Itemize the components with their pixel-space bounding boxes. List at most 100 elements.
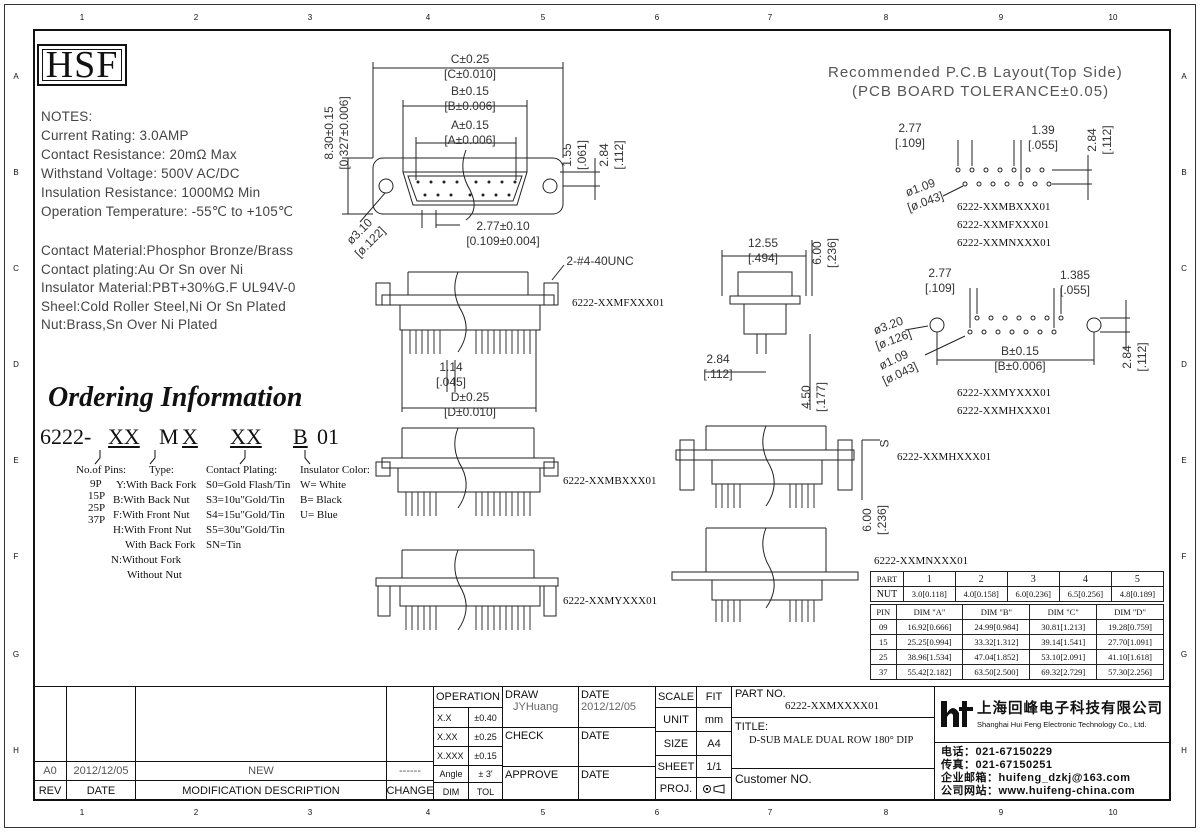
row-letter: F <box>13 552 19 561</box>
rev-header: REV <box>33 780 67 801</box>
dimension-table: PIN DIM "A" DIM "B" DIM "C" DIM "D" 09 1… <box>870 604 1164 680</box>
pcb-part-list-2: 6222-XXMYXXX01 6222-XXMHXXX01 <box>957 384 1051 420</box>
table-cell: DIM "C" <box>1029 604 1098 620</box>
ordering-code: 6222- XX M X XX B 01 <box>40 424 370 454</box>
modification-header: MODIFICATION DESCRIPTION <box>135 780 387 801</box>
dim-284: 2.84[.112] <box>597 140 626 170</box>
y-view-flange <box>375 577 559 587</box>
dim-600-h: 6.00[.236] <box>860 504 889 536</box>
dim-d: D±0.25[D±0.010] <box>444 390 496 419</box>
pcb-dim-139: 1.39[.055] <box>1027 123 1059 152</box>
type-options: Type: Y:With Back Fork B:With Back Nut F… <box>111 463 196 583</box>
table-cell: 38.96[1.534] <box>895 649 964 665</box>
pcb-part: 6222-XXMNXXX01 <box>957 237 1052 249</box>
type-option: H:With Front Nut <box>113 524 192 536</box>
company-website: 公司网站：www.huifeng-china.com <box>941 784 1136 797</box>
dim-height: 8.30±0.15[0.327±0.006] <box>322 96 351 170</box>
tol-dim: X.XXX <box>433 746 469 766</box>
rev-blank <box>386 686 434 762</box>
tol-dim: X.X <box>433 707 469 728</box>
table-cell: 6.5[0.256] <box>1058 586 1112 602</box>
col-num: 8 <box>883 13 889 22</box>
code-type: X <box>182 424 198 449</box>
nut-table-header: PART 1 2 3 4 5 <box>870 571 1165 587</box>
table-cell: 27.70[1.091] <box>1096 634 1164 650</box>
scale-label: SCALE <box>655 686 697 708</box>
tol-value: ± 3' <box>468 765 503 783</box>
draw-cell: DRAW JYHuang <box>502 686 579 728</box>
hsf-logo: HSF <box>37 44 127 86</box>
table-cell: PIN <box>870 604 897 620</box>
col-num: 9 <box>998 13 1004 22</box>
table-cell: 63.50[2.500] <box>962 664 1031 680</box>
note-line: Insulation Resistance: 1000MΩ Min <box>41 185 261 200</box>
table-row: 25 38.96[1.534] 47.04[1.852] 53.10[2.091… <box>870 649 1164 665</box>
code-prefix: 6222- <box>40 424 92 449</box>
table-cell: 4.8[0.189] <box>1110 586 1165 602</box>
note-line: Withstand Voltage: 500V AC/DC <box>41 166 240 181</box>
pins-title: No.of Pins: <box>76 464 127 476</box>
plating-options: Contact Plating: S0=Gold Flash/Tin S3=10… <box>206 463 290 553</box>
size-value: A4 <box>696 731 732 756</box>
table-cell: 55.42[2.182] <box>895 664 964 680</box>
row-letter: B <box>13 168 19 177</box>
customer-no-label: Customer NO. <box>731 768 935 801</box>
plating-option: S5=30u"Gold/Tin <box>206 524 285 536</box>
rev-value: A0 <box>33 761 67 781</box>
table-cell: 25 <box>870 649 897 665</box>
table-cell: PART <box>870 571 904 587</box>
col-num: 1 <box>79 808 85 817</box>
row-letter: C <box>1181 264 1187 273</box>
table-cell: 3.0[0.118] <box>902 586 956 602</box>
part-label-h: 6222-XXMHXXX01 <box>897 451 992 463</box>
row-letter: E <box>1181 456 1187 465</box>
material-line: Insulator Material:PBT+30%G.F UL94V-0 <box>41 280 296 295</box>
hui-feng-logo-icon <box>941 701 973 727</box>
pin-option: 15P <box>88 490 106 502</box>
part-label-b: 6222-XXMBXXX01 <box>563 475 657 487</box>
table-cell: 3 <box>1006 571 1060 587</box>
rev-date-value: 2012/12/05 <box>66 761 136 781</box>
front-view-mount-hole <box>542 178 558 194</box>
dim-s: S <box>877 439 892 448</box>
table-row: 09 16.92[0.666] 24.99[0.984] 30.81[1.213… <box>870 619 1164 635</box>
b-view-flange <box>381 457 555 469</box>
rev-change-value: ------ <box>386 761 434 781</box>
third-angle-projection-icon <box>703 784 725 794</box>
unit-value: mm <box>696 707 732 732</box>
ordering-title: Ordering Information <box>48 382 303 413</box>
table-cell: 69.32[2.729] <box>1029 664 1098 680</box>
code-plating: XX <box>230 424 262 449</box>
row-letter: A <box>1181 72 1187 81</box>
projection-label: PROJ. <box>655 777 697 801</box>
plating-option: S4=15u"Gold/Tin <box>206 509 285 521</box>
plating-option: S3=10u"Gold/Tin <box>206 494 285 506</box>
pcb-title: Recommended P.C.B Layout(Top Side) <box>828 64 1123 81</box>
tol-dim: Angle <box>433 765 469 783</box>
table-cell: 30.81[1.213] <box>1029 619 1098 635</box>
outer-frame <box>4 4 1196 828</box>
col-num: 8 <box>883 808 889 817</box>
plating-option: SN=Tin <box>206 539 242 551</box>
scale-value: FIT <box>696 686 732 708</box>
pcb2-dim-277: 2.77[.109] <box>924 266 956 295</box>
col-num: 1 <box>79 13 85 22</box>
side-view-flange <box>729 295 801 305</box>
note-line: Operation Temperature: -55℃ to +105℃ <box>41 204 294 219</box>
row-letter: D <box>1181 360 1187 369</box>
col-num: 4 <box>425 13 431 22</box>
pcb-tolerance: (PCB BOARD TOLERANCE±0.05) <box>852 83 1110 100</box>
type-option: F:With Front Nut <box>113 509 190 521</box>
operation-label: OPERATION <box>433 686 503 708</box>
col-num: 3 <box>307 13 313 22</box>
rev-description-value: NEW <box>135 761 387 781</box>
pcb-part: 6222-XXMBXXX01 <box>957 201 1051 213</box>
table-cell: 24.99[0.984] <box>962 619 1031 635</box>
approve-date-label: DATE <box>578 766 656 801</box>
note-line: Current Rating: 3.0AMP <box>41 128 189 143</box>
sheet-label: SHEET <box>655 755 697 778</box>
tol-value: ±0.40 <box>468 707 503 728</box>
row-letter: B <box>1181 168 1187 177</box>
table-cell: 39.14[1.541] <box>1029 634 1098 650</box>
date-label: DATE <box>581 689 610 701</box>
